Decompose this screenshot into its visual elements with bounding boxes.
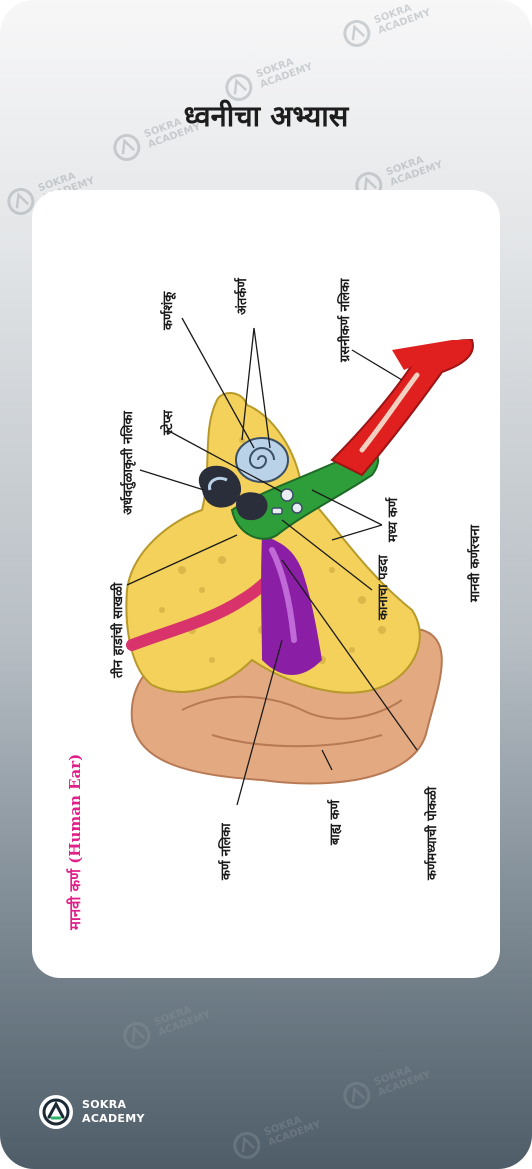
label-middle-ear: मध्य कर्ण [385, 497, 401, 543]
eustachian-tube-tip [392, 340, 472, 370]
label-cochlea: कर्णशंकू [160, 291, 176, 331]
eustachian-tube-inner [359, 372, 420, 453]
label-stapes: स्टेप्स [160, 409, 176, 436]
watermark-logo-icon [7, 187, 35, 215]
label-pinna-cavity: कर्णमध्याची पोकळी [424, 786, 440, 881]
cochlea-shape [235, 437, 289, 483]
label-side-title: मानवी कर्णरचना [467, 524, 483, 603]
ear-canal-highlight [269, 547, 297, 643]
diagram-caption: मानवी कर्ण (Human Ear) [66, 754, 84, 931]
watermark-logo-icon [113, 133, 141, 161]
watermark-logo-icon [343, 19, 371, 47]
diagram-card: कर्णशंकू अंतर्कर्ण ग्रसनीकर्ण नलिका अर्ध… [32, 190, 500, 978]
pinna-fold [181, 695, 403, 720]
label-ear-canal: कर्ण नलिका [218, 823, 234, 881]
watermark-logo-icon [233, 1131, 261, 1159]
pinna-fold [211, 734, 383, 748]
brand-line1: SOKRA [82, 1098, 127, 1111]
watermark-logo-icon [225, 73, 253, 101]
ear-diagram: कर्णशंकू अंतर्कर्ण ग्रसनीकर्ण नलिका अर्ध… [66, 277, 483, 931]
label-three-ossicles: तीन हाडांची साखळी [110, 582, 126, 679]
sokra-logo-icon [39, 1095, 73, 1129]
label-inner-ear: अंतर्कर्ण [234, 277, 250, 315]
watermark-logo-icon [343, 1081, 371, 1109]
middle-ear-shape [230, 448, 380, 540]
label-eardrum: कानाचा पडदा [376, 555, 391, 621]
semicircular-canals-shape [198, 465, 268, 521]
watermark-logo-icon [123, 1021, 151, 1049]
leader-lines [126, 317, 418, 806]
label-semicircular-canals: अर्धवर्तुळाकृती नलिका [120, 411, 136, 515]
label-outer-ear: बाह्य कर्ण [327, 799, 343, 846]
label-eustachian-tube: ग्रसनीकर्ण नलिका [337, 278, 353, 363]
brand-line2: ACADEMY [82, 1112, 145, 1125]
brand-footer: SOKRA ACADEMY [38, 1094, 145, 1130]
page-title: ध्वनीचा अभ्यास [183, 99, 349, 133]
ossicles-shape [271, 488, 303, 515]
